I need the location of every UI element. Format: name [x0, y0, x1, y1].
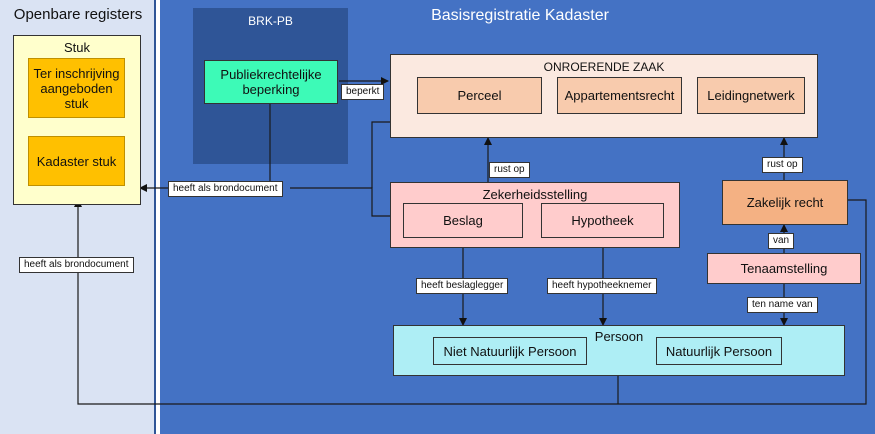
box-onroerende-zaak-label: ONROERENDE ZAAK — [543, 60, 665, 74]
label-van: van — [768, 233, 795, 249]
edge-brondocument-beperking — [139, 104, 271, 192]
box-persoon-label: Persoon — [594, 329, 644, 344]
box-ter-inschrijving-aangeboden-stuk[interactable]: Ter inschrijving aangeboden stuk — [28, 58, 125, 118]
label-ten-name-van: ten name van — [747, 297, 818, 313]
box-natuurlijk-persoon[interactable]: Natuurlijk Persoon — [656, 337, 782, 365]
label-heeft-beslaglegger: heeft beslaglegger — [416, 278, 509, 294]
box-stuk-label: Stuk — [63, 40, 90, 55]
box-publiekrechtelijke-beperking[interactable]: Publiekrechtelijke beperking — [204, 60, 338, 104]
box-tenaamstelling[interactable]: Tenaamstelling — [707, 253, 861, 284]
box-zakelijk-recht[interactable]: Zakelijk recht — [722, 180, 848, 225]
panel-title-basisregistratie-kadaster: Basisregistratie Kadaster — [431, 7, 609, 24]
box-perceel[interactable]: Perceel — [417, 77, 542, 114]
label-heeft-als-brondocument-1: heeft als brondocument — [168, 181, 283, 197]
box-zekerheidsstelling-label: Zekerheidsstelling — [482, 187, 588, 202]
label-rust-op-2: rust op — [762, 157, 803, 173]
box-leidingnetwerk[interactable]: Leidingnetwerk — [697, 77, 805, 114]
box-hypotheek[interactable]: Hypotheek — [541, 203, 664, 238]
label-beperkt: beperkt — [341, 84, 385, 100]
box-niet-natuurlijk-persoon[interactable]: Niet Natuurlijk Persoon — [433, 337, 587, 365]
label-rust-op-1: rust op — [489, 162, 530, 178]
panel-title-openbare-registers: Openbare registers — [13, 6, 143, 23]
edge-zakelijk-return — [618, 199, 867, 405]
edge-zekerheid-brondocument — [290, 187, 390, 217]
panel-title-brk-pb: BRK-PB — [248, 14, 293, 28]
label-heeft-hypotheeknemer: heeft hypotheeknemer — [547, 278, 657, 294]
box-appartementsrecht[interactable]: Appartementsrecht — [557, 77, 682, 114]
box-beslag[interactable]: Beslag — [403, 203, 523, 238]
box-kadaster-stuk[interactable]: Kadaster stuk — [28, 136, 125, 186]
label-heeft-als-brondocument-2: heeft als brondocument — [19, 257, 134, 273]
edge-onroerende-bracket — [371, 121, 390, 188]
